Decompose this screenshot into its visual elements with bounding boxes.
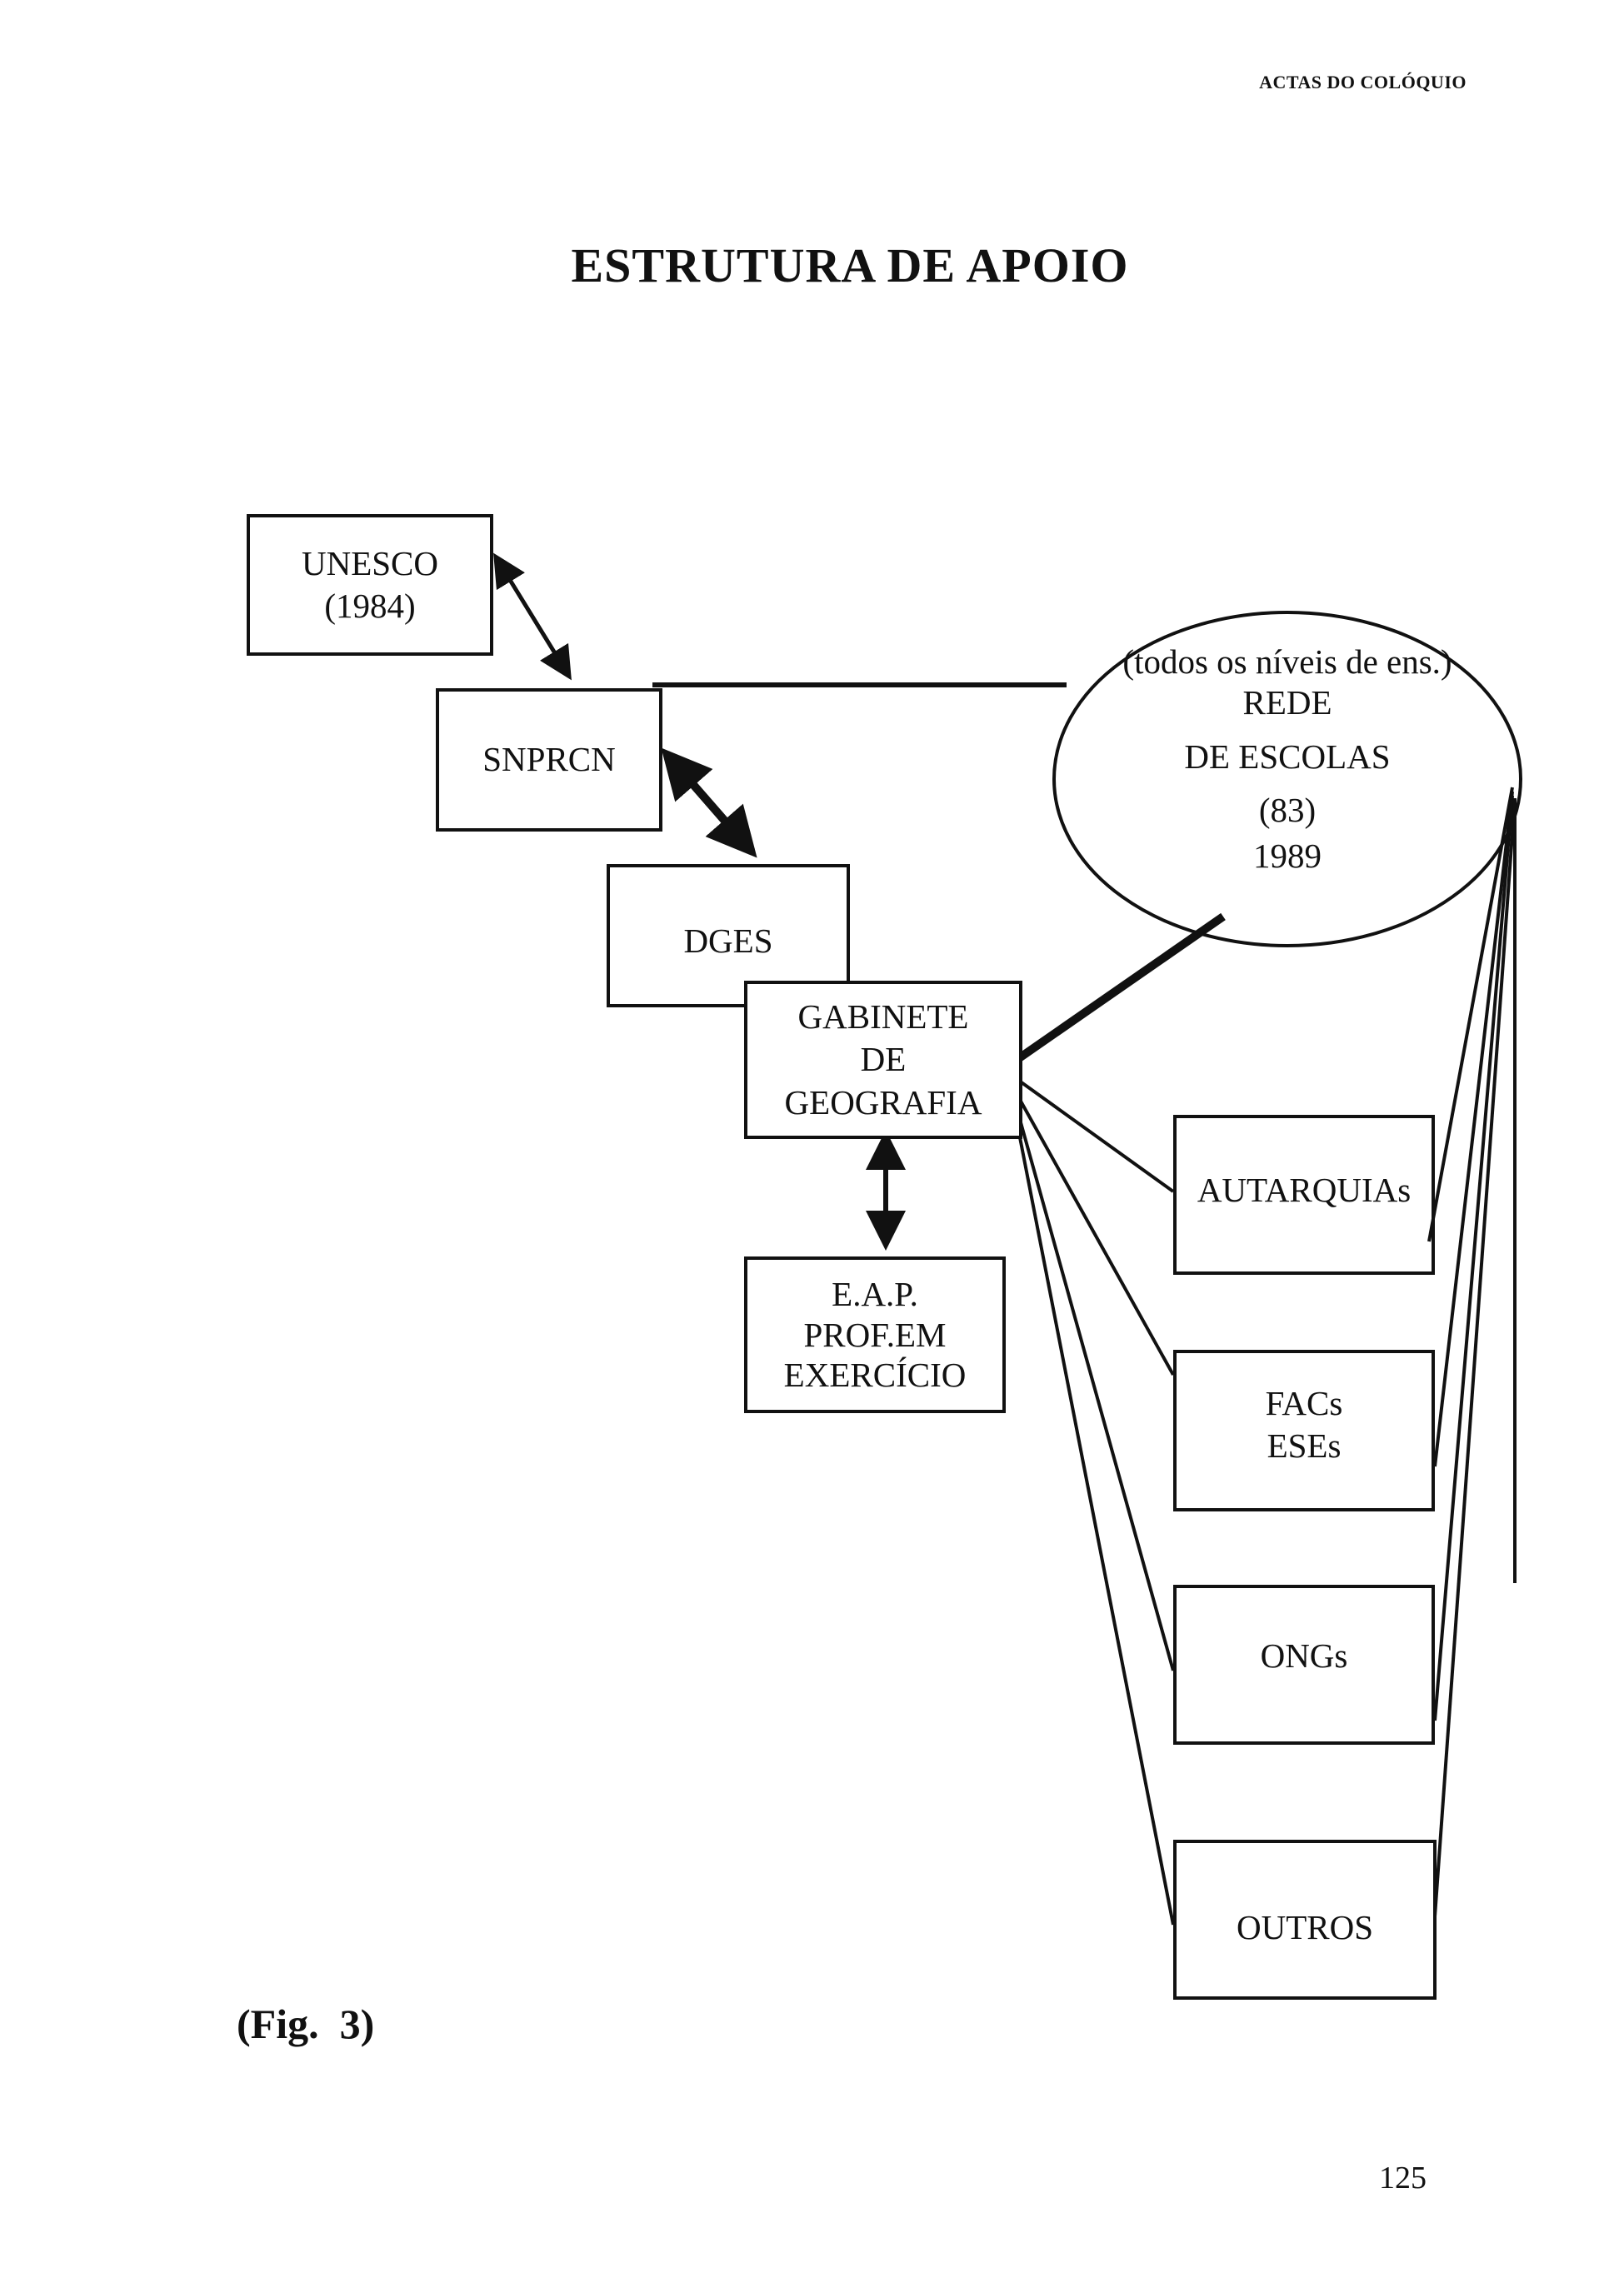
autarquias-label: AUTARQUIAs — [1197, 1171, 1412, 1210]
dges-box: DGES — [607, 864, 850, 1007]
gabinete-ongs-line — [1017, 1116, 1175, 1671]
autarquias-box: AUTARQUIAs — [1173, 1115, 1435, 1275]
gabinete-autarquias-line — [1017, 1079, 1175, 1193]
page-number: 125 — [1379, 2161, 1427, 2196]
diagram-title: ESTRUTURA DE APOIO — [571, 238, 1129, 292]
gabinete-box: GABINETE DE GEOGRAFIA — [744, 981, 1022, 1139]
outros-label: OUTROS — [1236, 1908, 1374, 1947]
unesco-snprcn-arrow — [493, 552, 572, 681]
rede-autarquias-line — [1427, 787, 1514, 1242]
rede-line3: DE ESCOLAS — [1184, 737, 1391, 777]
snprcn-dges-arrow — [661, 747, 757, 858]
rede-line5: 1989 — [1253, 836, 1322, 875]
rede-line4: (83) — [1258, 790, 1317, 829]
running-header: ACTAS DO COLÓQUIO — [1259, 72, 1467, 92]
ongs-box: ONGs — [1173, 1585, 1435, 1745]
eap-line2: PROF.EM — [803, 1315, 947, 1354]
facs-line1: FACs — [1265, 1383, 1343, 1422]
eap-line1: E.A.P. — [832, 1275, 918, 1314]
rede-outros-line — [1433, 797, 1517, 1917]
rede-line2: REDE — [1242, 683, 1332, 722]
gabinete-facs-line — [1017, 1097, 1175, 1376]
rede-line1: (todos os níveis de ens.) — [1122, 642, 1452, 681]
figure-caption: (Fig. 3) — [237, 2001, 375, 2047]
eap-line3: EXERCÍCIO — [783, 1356, 967, 1395]
snprcn-label: SNPRCN — [482, 740, 616, 779]
rede-ongs-line — [1433, 795, 1514, 1721]
rede-text: (todos os níveis de ens.) REDE DE ESCOLA… — [1075, 642, 1500, 877]
unesco-label: UNESCO — [301, 543, 439, 582]
eap-box: E.A.P. PROF.EM EXERCÍCIO — [744, 1256, 1006, 1413]
gabinete-rede-line — [1017, 912, 1226, 1062]
gabinete-outros-line — [1017, 1132, 1175, 1926]
unesco-year: (1984) — [324, 587, 416, 625]
facs-box: FACs ESEs — [1173, 1350, 1435, 1511]
unesco-box: UNESCO (1984) — [247, 514, 493, 656]
facs-line2: ESEs — [1267, 1426, 1342, 1465]
dges-label: DGES — [683, 922, 773, 961]
snprcn-box: SNPRCN — [436, 688, 662, 832]
gabinete-line2: DE — [860, 1040, 907, 1079]
rede-facs-line — [1433, 791, 1514, 1467]
ongs-label: ONGs — [1260, 1636, 1348, 1676]
outros-box: OUTROS — [1173, 1840, 1437, 2000]
gabinete-line1: GABINETE — [797, 997, 969, 1037]
rede-ellipse — [1052, 611, 1522, 947]
gabinete-line3: GEOGRAFIA — [784, 1082, 982, 1122]
